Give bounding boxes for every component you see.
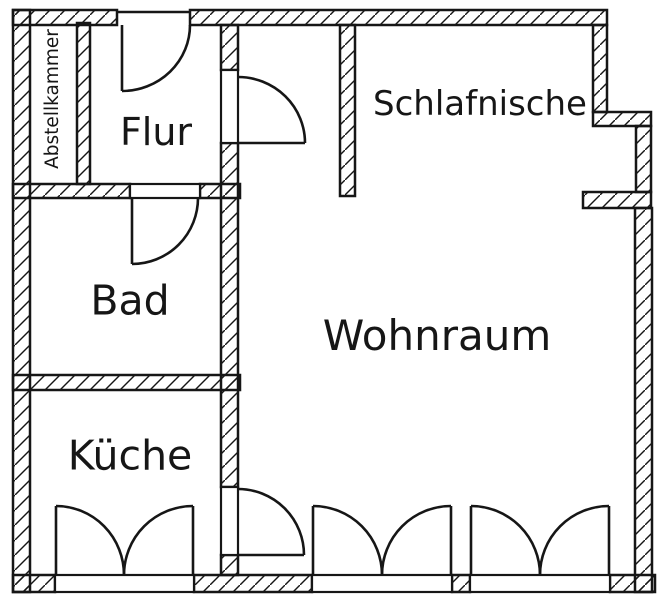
entrance-door [120,24,192,93]
wohnraum-window-right [469,504,611,576]
door-swing-arc [131,197,200,266]
window-swing-arc [538,504,610,576]
flur-bad-door [130,197,200,266]
wall-central-mid [219,141,240,489]
door-swing-arc [237,487,306,556]
room-label-abstellkammer: Abstellkammer [41,29,63,169]
room-label-kueche: Küche [67,431,193,480]
wohnraum-window-left [311,504,453,576]
window-sill-kueche [53,573,196,594]
kueche-window [54,504,195,576]
window-swing-arc [470,504,542,576]
doors [120,24,307,557]
wall-bottom-1 [11,573,57,594]
window-sill-wohnraum-right [468,573,612,594]
wall-schlafnische-stub [581,190,653,210]
wall-top-main [188,8,609,27]
wall-schlafnische-partition [338,23,357,198]
wall-bottom-2 [192,573,314,594]
wall-east-jog [591,110,653,128]
wall-flur-south-left [11,182,132,200]
wall-central-bottom [219,553,240,577]
window-sill-wohnraum-left [310,573,454,594]
wall-east-mid [634,124,653,194]
wall-top-left [11,8,119,27]
wall-abstellkammer-east [75,21,92,186]
room-label-schlafnische: Schlafnische [373,84,587,124]
wall-east-upper [591,23,609,114]
wall-west [11,8,32,594]
room-label-wohnraum: Wohnraum [322,311,552,360]
kueche-wohnraum-door [237,487,306,557]
window-swing-arc [55,504,126,576]
wall-bad-kueche [11,373,242,392]
door-swing-arc [237,75,307,144]
room-label-flur: Flur [119,110,193,154]
window-swing-arc [122,504,194,576]
window-swing-arc [312,504,384,576]
wall-east-lower [633,206,654,594]
room-label-bad: Bad [90,276,170,325]
opening-kueche-wohnraum [219,485,240,557]
flur-wohnraum-door [237,75,307,145]
wall-bottom-4 [608,573,657,594]
door-swing-arc [121,24,192,93]
wall-bottom-3 [450,573,472,594]
windows [54,504,611,576]
opening-flur-bad [128,182,202,200]
wall-central-top [219,23,240,72]
opening-flur-wohnraum [219,68,240,145]
window-swing-arc [380,504,452,576]
